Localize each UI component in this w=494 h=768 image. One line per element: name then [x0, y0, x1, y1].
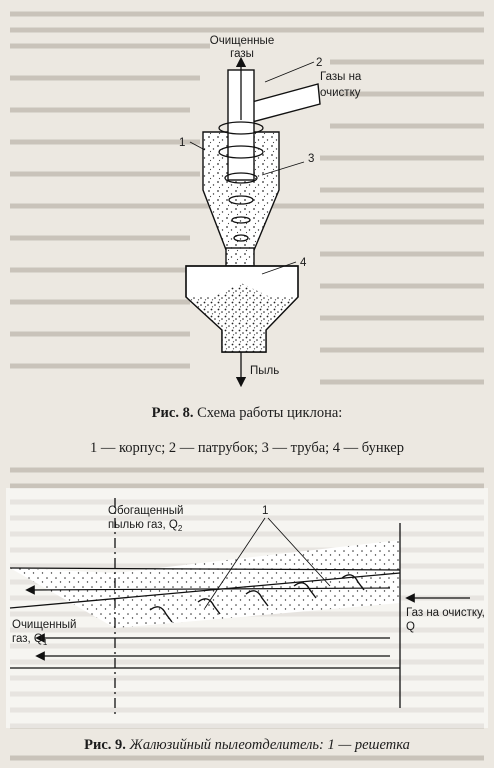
callout-grating: 1: [262, 505, 268, 517]
inlet-pipe: [251, 83, 321, 123]
label-clean-gas-2: газ, Q1: [12, 633, 48, 647]
label-clean-gas-1: Очищенный: [12, 619, 76, 631]
swirl-flow: [218, 121, 264, 242]
louvre-blades: [149, 574, 365, 623]
grating-line: [9, 572, 401, 609]
callout-2: 2: [316, 57, 322, 69]
fig9-caption-prefix: Рис. 9.: [84, 737, 126, 753]
fig9-caption-title: Жалюзийный пылеотделитель: 1 — решетка: [129, 737, 410, 753]
label-enriched-gas-1: Обогащенный: [108, 505, 183, 517]
hopper-dust: [186, 283, 298, 352]
label-gas-inlet-2: очистку: [320, 87, 361, 99]
label-inlet-gas-1: Газ на очистку,: [406, 607, 485, 619]
fig8-caption-title: Схема работы циклона:: [197, 405, 343, 421]
label-gas-inlet-1: Газы на: [320, 71, 362, 83]
label-clean-gases-1: Очищенные: [210, 35, 274, 47]
label-dust: Пыль: [250, 365, 279, 377]
cyclone-diagram: Очищенные газы Газы на очистку Пыль 1 2 …: [179, 35, 362, 388]
hopper-neck: [225, 247, 255, 267]
label-clean-gases-2: газы: [230, 48, 254, 60]
dust-zone: [10, 540, 400, 628]
upper-wall: [9, 567, 401, 571]
callout-4: 4: [300, 257, 307, 269]
callout-1: 1: [179, 137, 185, 149]
louvre-separator-diagram: Обогащенный пылью газ, Q2 Очищенный газ,…: [6, 488, 488, 728]
leader-lines: [189, 61, 315, 275]
dust-flow-arrow: [25, 585, 391, 595]
label-enriched-gas-2: пылью газ, Q2: [108, 519, 183, 533]
fig8-caption-prefix: Рис. 8.: [151, 405, 194, 421]
callout-3: 3: [308, 153, 314, 165]
fig8-caption: Рис. 8. Схема работы циклона:: [0, 405, 494, 422]
label-inlet-gas-2: Q: [406, 621, 415, 633]
fig8-legend: 1 — корпус; 2 — патрубок; 3 — труба; 4 —…: [90, 440, 404, 456]
fig9-caption: Рис. 9. Жалюзийный пылеотделитель: 1 — р…: [0, 737, 494, 754]
